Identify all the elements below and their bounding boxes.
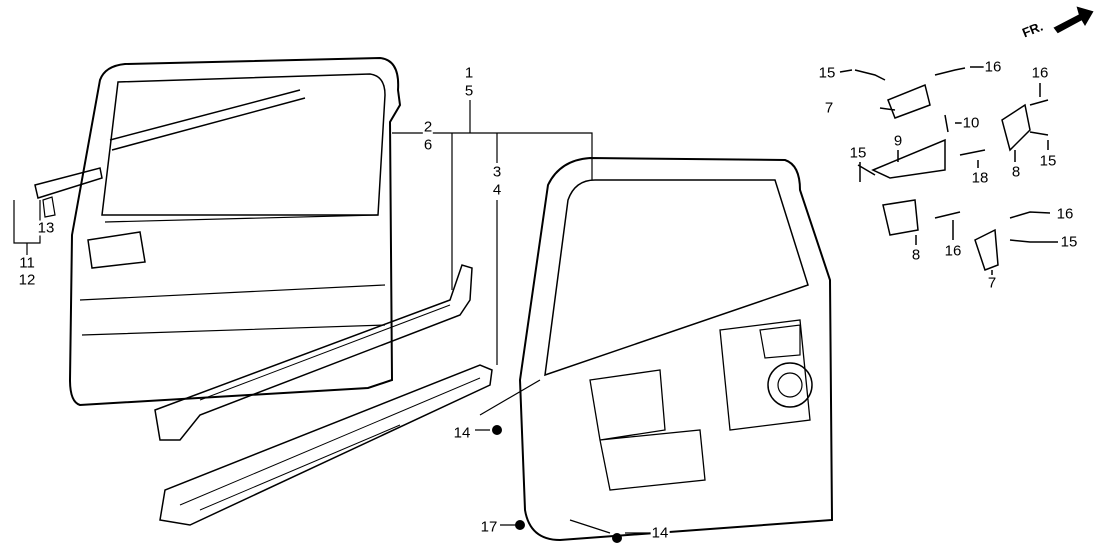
part-number-label: 15 <box>848 144 868 162</box>
bolt-icons <box>492 425 622 543</box>
leader-lines <box>392 100 650 534</box>
front-arrow-icon <box>1053 6 1094 34</box>
part-number-label: 6 <box>422 136 434 154</box>
part-number-label: 18 <box>970 169 990 187</box>
part-number-label: 9 <box>892 132 904 150</box>
part-number-label: 15 <box>1059 233 1079 251</box>
hinge-parts <box>839 66 1058 275</box>
door-moulding <box>13 167 103 255</box>
door-sill <box>159 364 493 526</box>
part-number-label: 7 <box>823 99 835 117</box>
part-number-label: 14 <box>452 424 472 442</box>
part-number-label: 15 <box>817 64 837 82</box>
part-number-label: 1 <box>463 64 475 82</box>
part-number-label: 10 <box>961 114 981 132</box>
part-number-label: 13 <box>36 219 56 237</box>
part-number-label: 16 <box>1055 205 1075 223</box>
part-number-label: 3 <box>491 163 503 181</box>
part-number-label: 2 <box>422 118 434 136</box>
part-number-label: 14 <box>650 524 670 542</box>
part-number-label: 8 <box>1010 163 1022 181</box>
part-number-label: 11 <box>18 254 36 272</box>
part-number-label: 8 <box>910 246 922 264</box>
outer-door-panel <box>68 56 402 407</box>
part-number-label: 5 <box>463 82 475 100</box>
part-number-label: 17 <box>479 518 499 536</box>
door-reinforcement <box>154 264 473 441</box>
part-number-label: 16 <box>983 58 1003 76</box>
part-number-label: 16 <box>943 242 963 260</box>
part-number-label: 15 <box>1038 152 1058 170</box>
part-number-label: 16 <box>1030 64 1050 82</box>
part-number-label: 7 <box>986 274 998 292</box>
part-number-label: 4 <box>491 181 503 199</box>
part-number-label: 12 <box>17 271 37 289</box>
inner-door-panel <box>518 156 834 542</box>
